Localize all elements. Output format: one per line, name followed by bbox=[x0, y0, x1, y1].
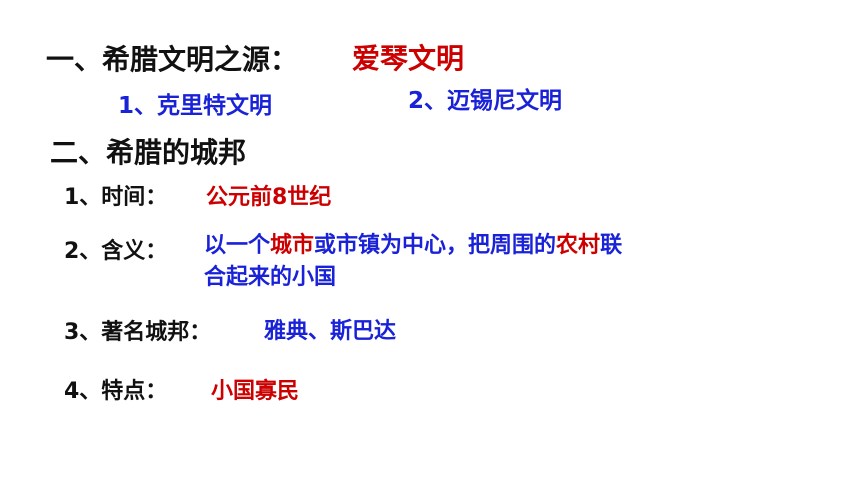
mycenaean-civilization: 2、迈锡尼文明 bbox=[408, 88, 563, 114]
time-value: 公元前8世纪 bbox=[206, 185, 332, 210]
section2-heading: 二、希腊的城邦 bbox=[50, 139, 246, 167]
meaning-part-1: 以一个 bbox=[204, 233, 271, 258]
famous-value: 雅典、斯巴达 bbox=[264, 319, 397, 344]
civ-item-2: 2、迈锡尼文明 bbox=[408, 90, 562, 113]
section1-label: 一、希腊文明之源： bbox=[46, 43, 299, 76]
famous-label: 3、著名城邦： bbox=[64, 320, 212, 345]
feature-label: 4、特点： bbox=[64, 379, 168, 404]
meaning-countryside: 农村 bbox=[556, 233, 601, 258]
meaning-part-3: 或市镇为中心，把周围的 bbox=[314, 233, 557, 258]
meaning-label: 2、含义： bbox=[64, 239, 168, 264]
feature-value: 小国寡民 bbox=[211, 379, 300, 404]
section1-heading: 一、希腊文明之源： bbox=[46, 46, 298, 74]
civ-item-1: 1、克里特文明 bbox=[118, 95, 272, 118]
meaning-line-1: 以一个城市或市镇为中心，把周围的农村联 bbox=[204, 235, 622, 257]
section2-label: 二、希腊的城邦 bbox=[50, 136, 247, 169]
meaning-line-2: 合起来的小国 bbox=[204, 265, 337, 290]
time-label: 1、时间： bbox=[64, 185, 168, 210]
minoan-civilization: 1、克里特文明 bbox=[118, 93, 273, 119]
section1-value: 爱琴文明 bbox=[352, 45, 464, 73]
meaning-part-5: 联 bbox=[600, 233, 623, 258]
meaning-city: 城市 bbox=[270, 233, 315, 258]
aegean-civilization: 爱琴文明 bbox=[352, 42, 465, 75]
